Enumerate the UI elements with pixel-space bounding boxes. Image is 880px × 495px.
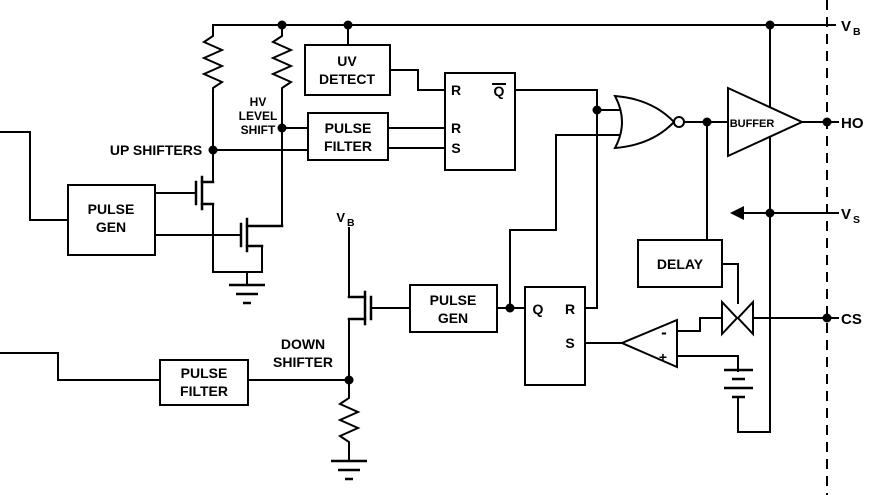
mosfet-up-shifter-2 <box>239 217 284 253</box>
blanking-switch-bowtie <box>721 299 754 337</box>
pulse-gen-left-box <box>67 184 156 256</box>
uv-detect-line1: UV <box>337 53 357 69</box>
comparator-plus-label: + <box>659 349 667 365</box>
uv-detect-line2: DETECT <box>319 71 375 87</box>
delay-box <box>637 239 723 288</box>
latch-top-qbar-label: Q <box>494 83 505 99</box>
wires <box>0 24 839 462</box>
pulse-filter-bottom-box <box>159 359 249 406</box>
junction-dot <box>822 117 832 127</box>
output-buffer-triangle <box>727 86 805 158</box>
resistor-level-shift-right <box>270 24 294 227</box>
latch-fault-r-label: R <box>565 301 575 317</box>
wire-comp-plus-to-ref <box>669 355 739 372</box>
up-shifters-label: UP SHIFTERS <box>110 142 202 158</box>
pin-vb-subscript: B <box>853 26 861 38</box>
wire-faultq-to-nor <box>509 134 625 309</box>
labels: UP SHIFTERS HV LEVEL SHIFT PULSE GEN UV … <box>88 18 864 399</box>
hv-level-shift-line3: SHIFT <box>241 123 276 137</box>
latch-fault-q-label: Q <box>533 301 544 317</box>
delay-label: DELAY <box>657 256 704 272</box>
pin-cs-label: CS <box>841 311 862 328</box>
wire-qbar-net <box>512 89 598 309</box>
latch-top-s-label: S <box>451 140 460 156</box>
mosfet-down-shifter <box>347 290 373 326</box>
hv-level-shift-line1: HV <box>250 95 267 109</box>
vb-mid-subscript: B <box>347 217 355 229</box>
resistor-down-shift <box>337 379 361 462</box>
pin-vs-label: V <box>841 206 851 223</box>
component-boxes <box>67 44 723 406</box>
uv-detect-box <box>304 44 391 96</box>
latch-top-r1-label: R <box>451 82 461 98</box>
current-sense-comparator <box>619 318 678 369</box>
wire-m1-source <box>212 203 263 273</box>
junction-dots <box>208 20 832 385</box>
nor-gate-bubble <box>673 116 685 128</box>
latch-top-box <box>444 72 516 171</box>
junction-dot <box>702 117 712 127</box>
pulse-gen-left-line1: PULSE <box>88 201 135 217</box>
wire-switch-to-comp-minus <box>674 317 724 332</box>
nor-gate <box>613 94 676 150</box>
pin-vb-label: V <box>841 18 851 35</box>
bowtie-right-triangle <box>736 299 754 337</box>
buffer-label: BUFFER <box>730 118 775 130</box>
wire-input-bottom <box>0 352 163 381</box>
reference-battery <box>724 368 753 399</box>
pulse-filter-bottom-line2: FILTER <box>180 383 228 399</box>
pin-vs-subscript: S <box>853 214 860 226</box>
junction-dot <box>343 20 353 30</box>
junction-dot <box>277 20 287 30</box>
vb-mid-label: V <box>336 210 345 225</box>
pulse-gen-right-box <box>409 284 498 333</box>
junction-dot <box>208 145 218 155</box>
down-shifter-line1: DOWN <box>281 336 325 352</box>
junction-dot <box>592 105 602 115</box>
latch-fault-box <box>524 286 586 386</box>
down-shifter-line2: SHIFTER <box>273 354 333 370</box>
pulse-filter-top-line1: PULSE <box>325 120 372 136</box>
junction-dot <box>277 123 287 133</box>
hv-level-shift-line2: LEVEL <box>239 109 278 123</box>
pulse-filter-top-box <box>307 112 389 161</box>
wire-delay-to-blanking-switch <box>719 263 739 304</box>
pulse-gen-right-line2: GEN <box>438 310 468 326</box>
bowtie-left-triangle <box>721 299 739 337</box>
latch-fault-s-label: S <box>565 335 574 351</box>
junction-dot <box>822 313 832 323</box>
wire-uv-to-latch-r <box>387 69 448 91</box>
wire-input-top <box>0 131 71 221</box>
comparator-minus-label: - <box>661 323 667 342</box>
junction-dot <box>765 20 775 30</box>
junction-dot <box>344 375 354 385</box>
wire-ref-to-vs <box>737 214 771 433</box>
latch-top-r2-label: R <box>451 120 461 136</box>
pulse-filter-bottom-line1: PULSE <box>181 365 228 381</box>
junction-dot <box>765 208 775 218</box>
resistor-level-shift-left <box>201 24 225 183</box>
pin-ho-label: HO <box>841 115 864 132</box>
ground-symbol-lower <box>331 459 367 481</box>
vs-arrowhead <box>730 206 744 220</box>
pulse-gen-right-line1: PULSE <box>430 292 477 308</box>
junction-dot <box>505 303 515 313</box>
pulse-filter-top-line2: FILTER <box>324 138 372 154</box>
mosfet-up-shifter-1 <box>194 175 215 211</box>
ground-symbol-upper <box>229 283 265 305</box>
pulse-gen-left-line2: GEN <box>96 219 126 235</box>
